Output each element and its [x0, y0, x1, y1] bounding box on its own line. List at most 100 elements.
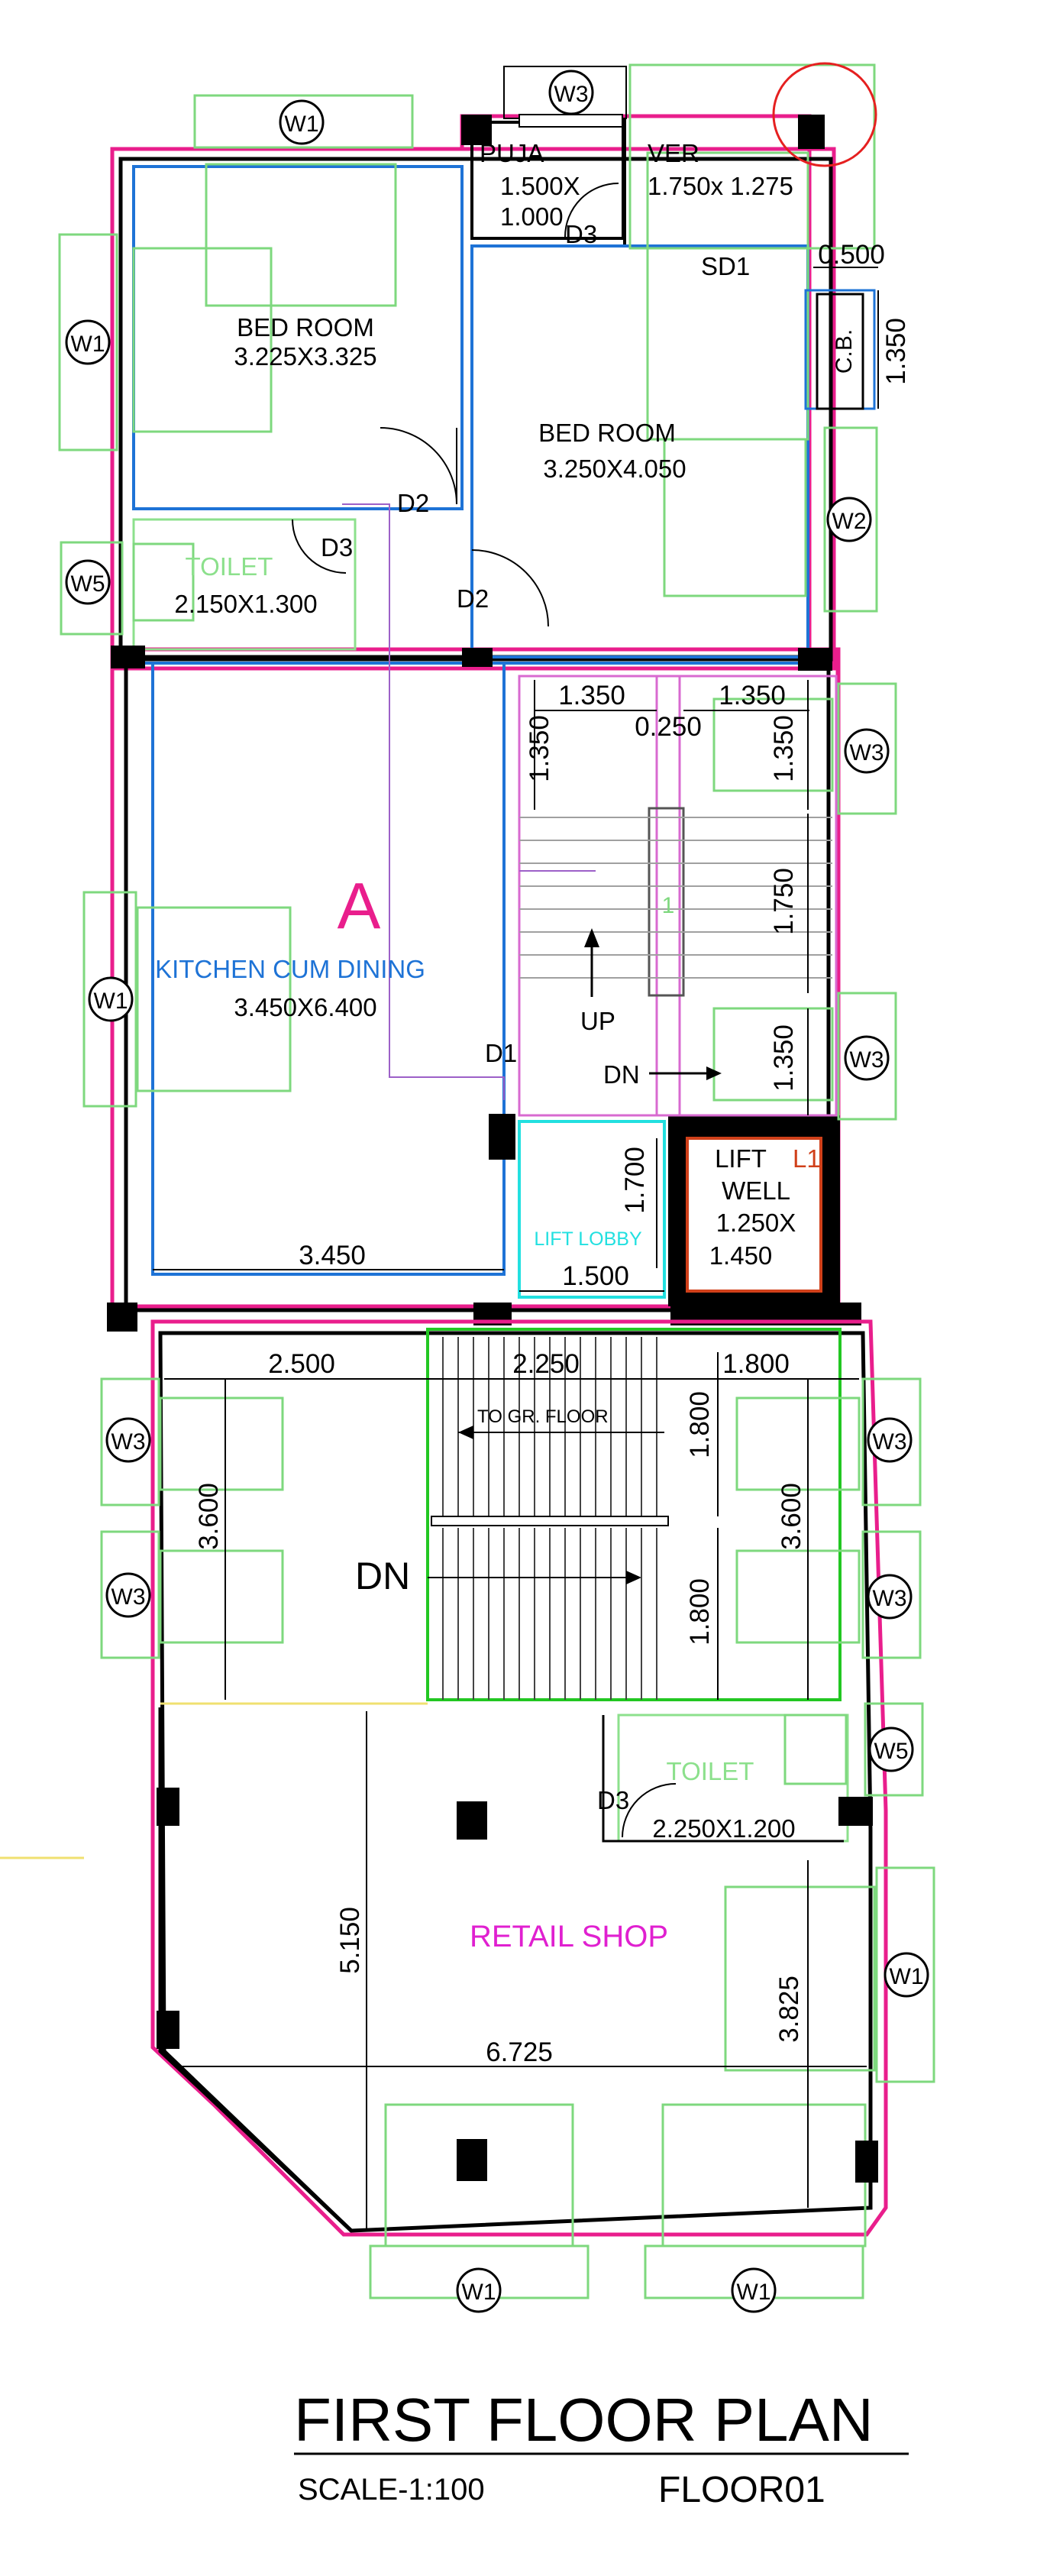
w3-tag-stair-upper: W3 [837, 682, 897, 815]
shop-wall [158, 1707, 353, 2232]
building-outline-lower [150, 1319, 888, 2237]
bedroom2-outline [470, 244, 809, 659]
pillar [798, 648, 832, 671]
svg-text:W3: W3 [554, 82, 589, 107]
toilet1-size: 2.150X1.300 [174, 590, 317, 618]
door-swing-d3 [292, 519, 347, 574]
dn-arrow-head [706, 1066, 722, 1080]
w1-tag-retail-bottom-left: W1 [369, 2244, 590, 2313]
pillar [798, 115, 825, 149]
kitchen-size: 3.450X6.400 [234, 993, 376, 1021]
lower-window-block [159, 1549, 284, 1644]
lift-size-2: 1.450 [709, 1241, 773, 1270]
dim-6725: 6.725 [486, 2037, 553, 2067]
reference-circle [772, 62, 877, 167]
toilet2-fixture [783, 1714, 848, 1785]
dim-1500: 1.500 [562, 1261, 629, 1291]
pillar [462, 648, 493, 667]
dimension-lines [153, 267, 879, 2231]
w3-tag-stair-lower: W3 [837, 992, 897, 1121]
svg-text:W3: W3 [111, 1584, 146, 1610]
bed2-furniture-2 [663, 438, 807, 597]
door-d1: D1 [485, 1039, 517, 1067]
w1-tag-left: W1 [58, 233, 118, 451]
stair-window-upper [712, 697, 834, 792]
bed1-furniture [132, 247, 273, 433]
toilet1-name: TOILET [186, 552, 273, 581]
bed1-furniture-2 [205, 163, 397, 307]
pillar [457, 2139, 487, 2181]
pillar [107, 1303, 137, 1332]
dim-1800-v2: 1.800 [685, 1578, 715, 1646]
pillar [111, 646, 145, 668]
kitchen-name: KITCHEN CUM DINING [155, 955, 425, 983]
dim-1350-d: 1.350 [769, 715, 799, 782]
w3-tag-lower-right-1: W3 [861, 1377, 922, 1506]
wall-outline-lower [158, 1331, 873, 2233]
stair-outline [518, 675, 838, 1117]
dim-3825: 3.825 [774, 1976, 804, 2043]
up-arrow-head [584, 928, 599, 947]
svg-text:W1: W1 [737, 2280, 771, 2305]
w1-tag-retail-right: W1 [875, 1866, 935, 2083]
svg-text:W3: W3 [850, 740, 884, 765]
door-d2-upper: D2 [397, 489, 429, 517]
lift-well [686, 1137, 822, 1293]
svg-text:W3: W3 [111, 1429, 146, 1455]
lower-window-block [735, 1549, 861, 1644]
svg-text:W1: W1 [890, 1964, 924, 1989]
lower-stair-treads [442, 1337, 657, 1700]
toilet2-wall [602, 1715, 844, 1843]
bed2-name: BED ROOM [538, 419, 676, 447]
svg-text:W5: W5 [71, 571, 105, 597]
stair-landing-rail [431, 1516, 669, 1526]
to-ground-floor: TO GR. FLOOR [477, 1406, 609, 1427]
dn-lower: DN [355, 1555, 410, 1597]
zone-label: A [338, 870, 381, 943]
w1-tag-top: W1 [193, 94, 414, 149]
w1-tag-kitchen: W1 [82, 891, 137, 1108]
duct-line [342, 503, 505, 1100]
puja-size-2: 1.000 [500, 202, 564, 231]
w3-tag-top: W3 [548, 70, 594, 115]
kitchen-furniture [136, 906, 292, 1092]
lift-name-1: LIFT [715, 1144, 767, 1173]
door-d3-puja: D3 [565, 220, 597, 248]
door-swing-puja [564, 183, 619, 238]
cb-name: C.B. [832, 329, 857, 374]
door-d2-lower: D2 [457, 584, 489, 613]
retail-name: RETAIL SHOP [470, 1920, 668, 1953]
lift-size-1: 1.250X [716, 1209, 796, 1237]
w5-tag-lower: W5 [864, 1702, 924, 1797]
lift-code: L1 [793, 1144, 821, 1173]
lower-stair-outline [426, 1328, 842, 1701]
svg-text:W5: W5 [874, 1739, 909, 1764]
door-d3-toilet: D3 [321, 533, 353, 561]
plan-title: FIRST FLOOR PLAN [294, 2386, 874, 2454]
gr-floor-arrow-head [458, 1426, 473, 1439]
lift-lobby-name: LIFT LOBBY [534, 1228, 642, 1250]
stair-well [648, 807, 685, 997]
puja-name: PUJA [480, 139, 544, 167]
dim-2250: 2.250 [512, 1349, 580, 1379]
pillar [838, 1797, 873, 1826]
door-swing-d2-right [471, 549, 549, 627]
dim-0250: 0.250 [635, 712, 702, 742]
svg-text:W3: W3 [850, 1047, 884, 1073]
w1-tag-retail-bottom-right: W1 [644, 2244, 864, 2313]
dn-lower-arrow-head [626, 1571, 641, 1584]
puja-size-1: 1.500X [500, 172, 580, 200]
cb-cabinet [816, 293, 864, 410]
pillar [157, 1788, 179, 1826]
w3-tag-lower-right-2: W3 [861, 1530, 922, 1659]
dim-1700: 1.700 [620, 1147, 650, 1214]
dim-3600-left: 3.600 [194, 1483, 224, 1550]
dim-3600-right: 3.600 [777, 1483, 806, 1550]
svg-text:W1: W1 [94, 989, 128, 1014]
svg-text:W1: W1 [71, 332, 105, 357]
door-sd1: SD1 [701, 252, 750, 280]
stair-marker: 1 [662, 893, 675, 918]
pillar [855, 2141, 878, 2183]
dim-1800-v1: 1.800 [685, 1391, 715, 1458]
